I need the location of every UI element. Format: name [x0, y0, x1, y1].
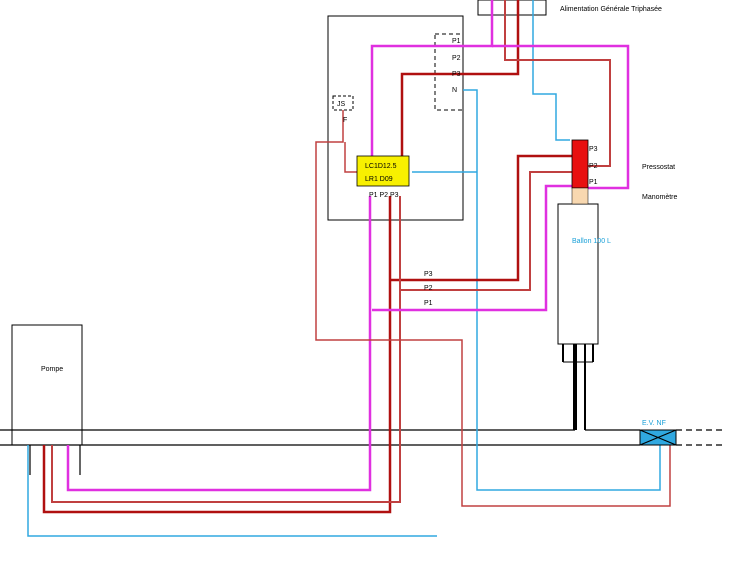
ballon-label: Ballon 100 L: [572, 238, 611, 245]
phase1-wires: [66, 0, 630, 492]
terminal-p2-label: P2: [452, 55, 461, 62]
ev-label: E.V. NF: [642, 420, 666, 427]
contactor-label-2: LR1 D09: [365, 176, 393, 183]
tank-body: [557, 203, 599, 345]
terminal-p1-label: P1: [452, 38, 461, 45]
phase3-wires: [51, 0, 611, 503]
terminal-n-label: N: [452, 87, 457, 94]
neutral-wires: [27, 0, 661, 537]
manometer: [571, 187, 589, 205]
supply-terminal-block: [477, 0, 547, 16]
cable-p1-label: P1: [424, 300, 433, 307]
contactor-outputs-label: P1 P2 P3: [369, 192, 399, 199]
phase2-wires: [42, 0, 572, 514]
contactor-label-1: LC1D12.5: [365, 163, 397, 170]
pump-body: [11, 324, 83, 446]
contactor: [356, 155, 410, 187]
pressostat-p3-label: P3: [589, 146, 598, 153]
control-cabinet: [327, 15, 464, 221]
pompe-label: Pompe: [41, 366, 63, 373]
pressostat: [571, 139, 589, 189]
f-label: F: [343, 117, 347, 124]
manometre-label: Manomètre: [642, 194, 678, 201]
terminal-group: [434, 33, 464, 111]
control-wires: [315, 110, 671, 507]
ev-valve: [639, 429, 677, 446]
cable-p2-label: P2: [424, 285, 433, 292]
cable-p3-label: P3: [424, 271, 433, 278]
pressostat-label: Pressostat: [642, 164, 675, 171]
pressostat-p2-label: P2: [589, 163, 598, 170]
pipework: [0, 344, 722, 475]
supply-label: Alimentation Générale Triphasée: [560, 6, 662, 13]
pressostat-p1-label: P1: [589, 179, 598, 186]
terminal-p3-label: P3: [452, 71, 461, 78]
js-terminal: [332, 95, 354, 111]
js-label: JS: [337, 101, 346, 108]
